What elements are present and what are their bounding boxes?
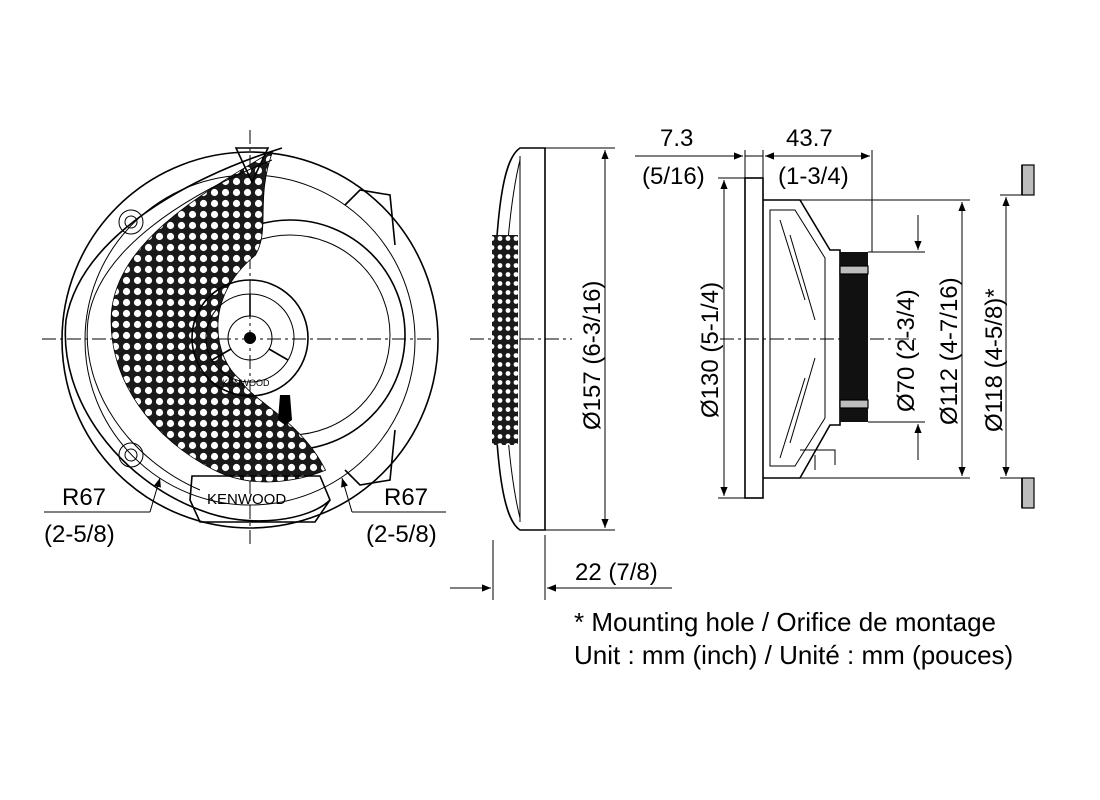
magnet-plate-top xyxy=(839,265,869,275)
section-view: 7.3 (5/16) 43.7 (1-3/4) Ø130 (5-1/4) Ø70… xyxy=(635,125,1035,509)
flange-thickness-mm: 7.3 xyxy=(660,125,693,152)
brand-badge xyxy=(189,475,331,523)
mount-wall-top xyxy=(1021,164,1035,196)
radius-left-inch: (2-5/8) xyxy=(44,521,115,548)
grille-brand-label: KENWOOD xyxy=(207,491,286,508)
side-grille-mesh xyxy=(492,235,518,445)
hole-diameter-label: Ø118 (4-5/8)* xyxy=(981,288,1008,432)
basket-inner xyxy=(769,209,826,467)
outer-frame xyxy=(61,151,439,529)
grille-trim xyxy=(64,147,331,522)
unit-note: Unit : mm (inch) / Unité : mm (pouces) xyxy=(574,640,1013,670)
terminal xyxy=(800,449,836,470)
mount-depth-mm: 43.7 xyxy=(786,125,833,152)
magnet-diameter-label: Ø70 (2-3/4) xyxy=(893,289,920,412)
outer-diameter-label: Ø157 (6-3/16) xyxy=(579,281,606,430)
mount-wall-bottom xyxy=(1021,477,1035,509)
screw-bottom xyxy=(118,442,144,468)
depth-label: 22 (7/8) xyxy=(575,559,658,586)
magnet xyxy=(840,252,868,422)
screw-top xyxy=(118,209,144,235)
mounting-hole-note: * Mounting hole / Orifice de montage xyxy=(574,607,996,637)
magnet-plate-bottom xyxy=(839,399,869,409)
front-view: KENWOOD KENWOOD R67 (2-5/8) R67 (2-5/8) xyxy=(42,130,446,548)
tweeter-ring xyxy=(191,279,309,397)
cone-brand-label: KENWOOD xyxy=(222,378,270,388)
mount-depth-inch: (1-3/4) xyxy=(778,163,849,190)
tweeter-spoke-3 xyxy=(268,348,289,361)
flange-thickness-inch: (5/16) xyxy=(642,163,705,190)
basket-diameter-label: Ø130 (5-1/4) xyxy=(697,282,724,418)
top-triangle-mark xyxy=(234,147,270,184)
mount-tab-bottom xyxy=(344,429,396,486)
flange xyxy=(744,177,764,499)
radius-right-mm: R67 xyxy=(384,484,428,511)
radius-right-inch: (2-5/8) xyxy=(366,521,437,548)
frame-diameter-label: Ø112 (4-7/16) xyxy=(936,277,963,425)
mount-tab-top xyxy=(344,189,396,246)
tweeter-stem xyxy=(278,395,292,425)
radius-left-mm: R67 xyxy=(62,484,106,511)
side-view: Ø157 (6-3/16) 22 (7/8) xyxy=(450,147,672,600)
tweeter-spoke-2 xyxy=(211,348,232,361)
tweeter-center xyxy=(244,332,256,344)
radius-left-leader-tip xyxy=(149,477,161,513)
radius-right-leader-tip xyxy=(341,477,353,513)
basket-ribs xyxy=(779,219,816,459)
grille-trim-inner xyxy=(86,159,273,491)
